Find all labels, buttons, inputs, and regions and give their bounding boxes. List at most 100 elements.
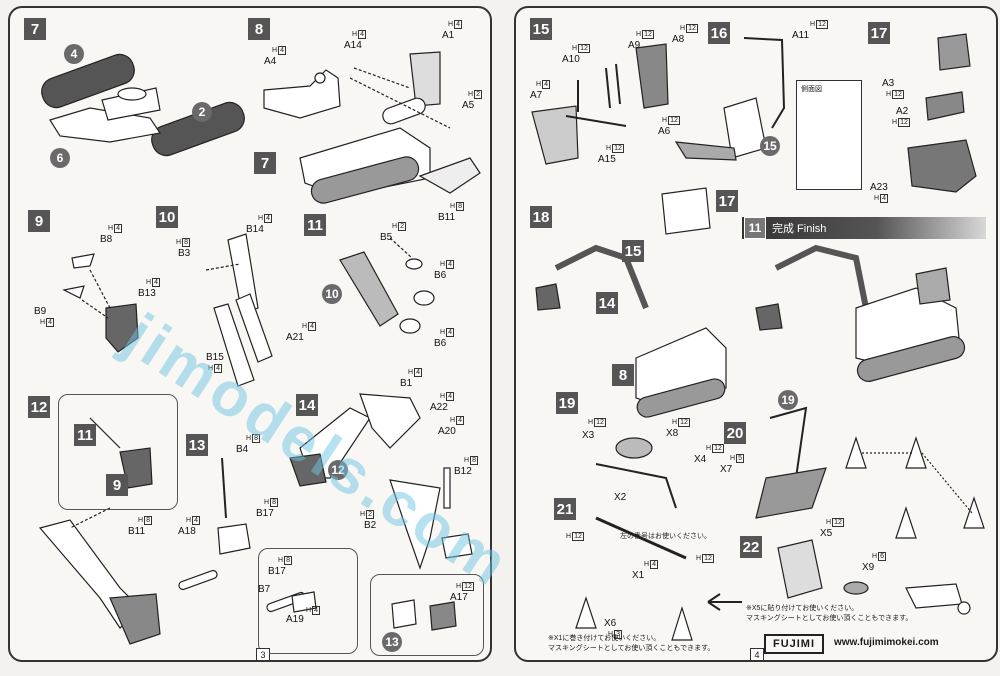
- part-b9: B9: [34, 306, 47, 317]
- note-x1-line2: マスキングシートとしてお使い頂くこともできます。: [548, 645, 715, 652]
- part-b8: B8: [100, 234, 113, 245]
- part-b11: B11: [438, 212, 456, 223]
- step21-note: 左の番号はお使いください。: [620, 533, 711, 540]
- step12-callout: [58, 394, 178, 510]
- step13-drawing: [178, 457, 317, 613]
- right-page-diagrams: [531, 33, 985, 641]
- part-x8: X8: [666, 428, 679, 439]
- part-a10: A10: [562, 54, 580, 65]
- part-b12: B12: [454, 466, 472, 477]
- part-b7: B7: [258, 584, 271, 595]
- subassembly-19-marker: 19: [778, 390, 798, 410]
- step-20-label: 20: [724, 422, 746, 444]
- step-15-label: 15: [530, 18, 552, 40]
- step14-drawing: [289, 393, 473, 631]
- step-11-label: 11: [304, 214, 326, 236]
- step18-drawing: [535, 187, 727, 418]
- part-b11-step12: B11: [128, 526, 146, 537]
- part-a5: A5: [462, 100, 475, 111]
- website-link[interactable]: www.fujimimokei.com: [834, 637, 939, 648]
- part-b17-upper: B17: [256, 508, 274, 519]
- part-a6: A6: [658, 126, 671, 137]
- page-number: 4: [750, 648, 764, 660]
- part-a19: A19: [286, 614, 304, 625]
- subassembly-9-marker: 9: [106, 474, 128, 496]
- subassembly-15-marker-step18: 15: [622, 240, 644, 262]
- part-a18: A18: [178, 526, 196, 537]
- step14-callout: [370, 574, 484, 656]
- part-4-marker: 4: [64, 44, 84, 64]
- step12-drawing: [38, 417, 161, 645]
- finish-label: 完成 Finish: [772, 223, 827, 235]
- part-a15: A15: [598, 154, 616, 165]
- part-a17: A17: [450, 592, 468, 603]
- part-a11: A11: [792, 30, 810, 41]
- part-b6-lower: B6: [434, 338, 447, 349]
- part-x7: X7: [720, 464, 733, 475]
- part-a1: A1: [442, 30, 455, 41]
- step11-drawing: [339, 237, 435, 334]
- step-19-label: 19: [556, 392, 578, 414]
- part-b14: B14: [246, 224, 264, 235]
- part-6-marker: 6: [50, 148, 70, 168]
- part-b15: B15: [206, 352, 224, 363]
- finished-model-drawing: [755, 244, 966, 382]
- step-9-label: 9: [28, 210, 50, 232]
- props-drawing: [595, 406, 971, 615]
- step-12-label: 12: [28, 396, 50, 418]
- side-view-label: 側面図: [801, 86, 822, 93]
- part-b6-upper: B6: [434, 270, 447, 281]
- part-b13: B13: [138, 288, 156, 299]
- part-a4: A4: [264, 56, 277, 67]
- part-a22: A22: [430, 402, 448, 413]
- part-x1: X1: [632, 570, 645, 581]
- step-8-label: 8: [248, 18, 270, 40]
- subassembly-11-marker: 11: [74, 424, 96, 446]
- part-b3: B3: [178, 248, 191, 259]
- step13-callout: [258, 548, 358, 654]
- step-22-label: 22: [740, 536, 762, 558]
- part-x9: X9: [862, 562, 875, 573]
- note-x1: ※X1に巻き付けてお使いください。 マスキングシートとしてお使い頂くこともできま…: [548, 634, 714, 654]
- step-18-label: 18: [530, 206, 552, 228]
- note-x5: ※X5に貼り付けてお使いください。 マスキングシートとしてお使い頂くこともできま…: [746, 604, 912, 624]
- step17-drawing: [907, 33, 977, 193]
- subassembly-7-marker: 7: [254, 152, 276, 174]
- part-a2: A2: [896, 106, 909, 117]
- step-13-label: 13: [186, 434, 208, 456]
- subassembly-12-marker: 12: [328, 460, 348, 480]
- part-a8: A8: [672, 34, 685, 45]
- subassembly-10-marker: 10: [322, 284, 342, 304]
- step-21-label: 21: [554, 498, 576, 520]
- brand-logo: FUJIMI: [764, 634, 824, 654]
